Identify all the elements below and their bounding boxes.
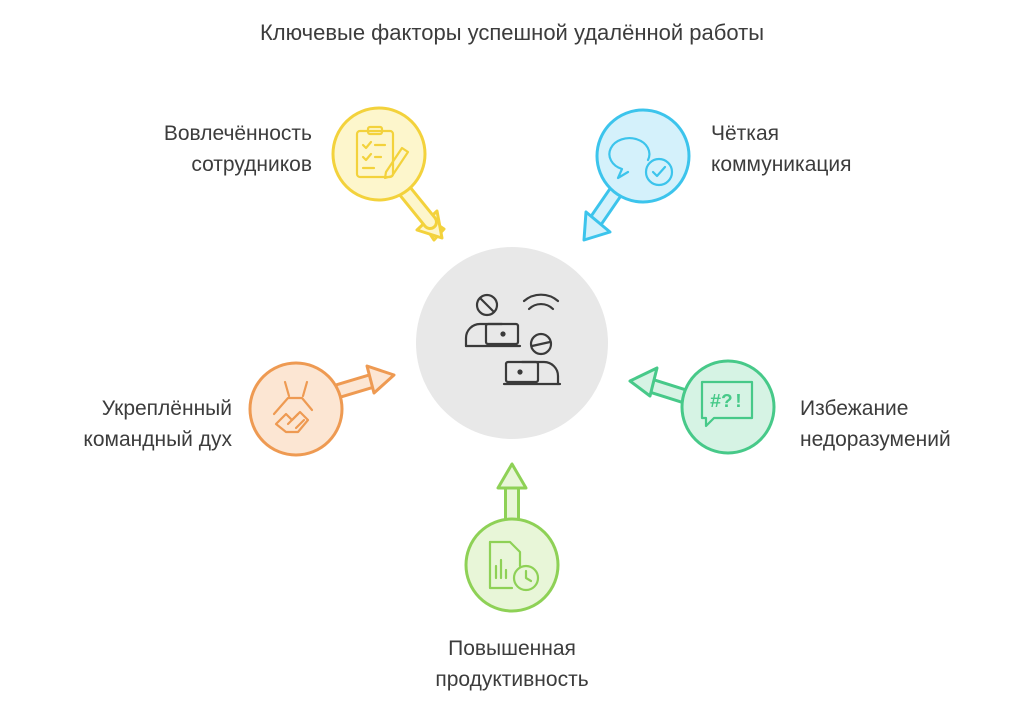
diagram-title: Ключевые факторы успешной удалённой рабо… (259, 20, 765, 45)
team-hands-icon (272, 380, 314, 434)
label-productivity: Повышенная продуктивность (435, 637, 589, 691)
label-engagement: Вовлечённость сотрудников (163, 122, 312, 176)
center-node (416, 247, 608, 439)
factor-engagement-node (331, 106, 446, 242)
label-misunderstanding: Избежание недоразумений (800, 397, 951, 451)
remote-work-icon (464, 293, 562, 386)
label-communication: Чёткая коммуникация (711, 122, 852, 176)
chat-check-icon (608, 137, 674, 187)
factor-misunderstanding-node: #?! (628, 359, 776, 455)
factor-productivity-node (464, 462, 560, 613)
speech-symbols-icon (700, 380, 754, 428)
factor-communication-node (582, 108, 691, 242)
report-clock-icon (488, 540, 540, 592)
symbols-glyph: #?! (710, 391, 744, 413)
factor-team-spirit-node (248, 361, 396, 457)
clipboard-checklist-icon (355, 125, 410, 180)
label-team-spirit: Укреплённый командный дух (83, 397, 232, 451)
